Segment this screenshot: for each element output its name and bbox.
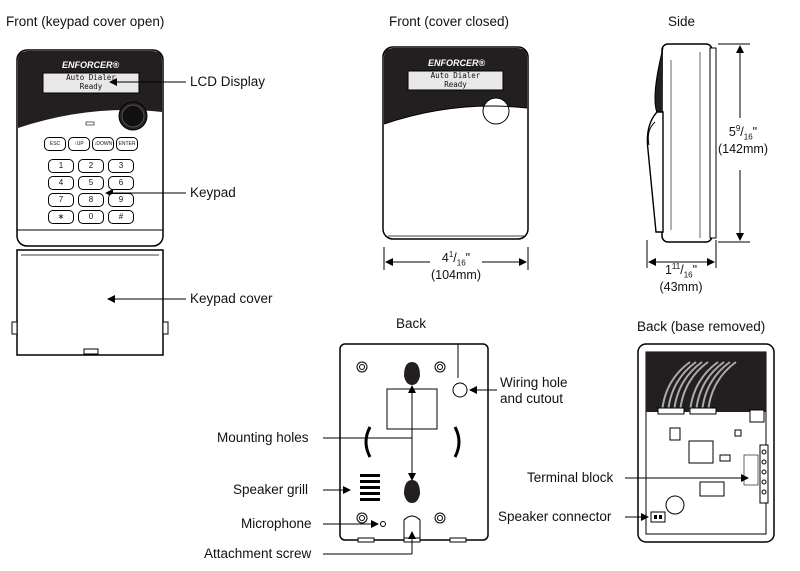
callout-keypad: Keypad [190,185,236,200]
key-function[interactable]: ↓DOWN [92,137,114,151]
depth-metric: (43mm) [659,279,703,294]
lcd-line2: Ready [444,80,467,89]
key-digit[interactable]: 5 [78,176,104,190]
lcd-line2: Ready [79,82,103,91]
key-digit[interactable]: 1 [48,159,74,173]
lcd-display-open: Auto Dialer Ready [43,73,139,91]
key-digit[interactable]: 2 [78,159,104,173]
callout-mounting-holes: Mounting holes [217,430,309,445]
key-digit[interactable]: 6 [108,176,134,190]
title-front-open: Front (keypad cover open) [6,14,165,29]
back-removed-unit [637,343,775,543]
key-digit[interactable]: 9 [108,193,134,207]
callout-lcd-display: LCD Display [190,74,266,89]
key-function[interactable]: ↑UP [68,137,90,151]
lcd-line1: Auto Dialer [66,73,116,82]
callout-wiring-hole: Wiring hole and cutout [500,375,568,406]
callout-speaker-connector: Speaker connector [498,509,612,524]
title-side: Side [668,14,696,29]
back-unit [339,343,489,543]
width-metric: (104mm) [430,267,481,282]
lcd-line1: Auto Dialer [430,71,481,80]
key-digit[interactable]: 8 [78,193,104,207]
height-dimension-label: 59/16" (142mm) [712,124,774,156]
wiring-hole-line1: Wiring hole [500,375,568,390]
brand-logo-open: ENFORCER® [62,60,120,70]
callout-microphone: Microphone [241,516,312,531]
height-metric: (142mm) [717,141,768,156]
title-front-closed: Front (cover closed) [389,14,510,29]
width-dimension [383,247,529,270]
key-digit[interactable]: ∗ [48,210,74,224]
callout-attachment-screw: Attachment screw [204,546,312,561]
brand-logo-closed: ENFORCER® [428,58,486,68]
key-digit[interactable]: # [108,210,134,224]
key-digit[interactable]: 4 [48,176,74,190]
title-back-removed: Back (base removed) [637,319,766,334]
key-function[interactable]: ENTER [116,137,138,151]
wiring-hole-line2: and cutout [500,390,564,406]
key-digit[interactable]: 3 [108,159,134,173]
key-digit[interactable]: 7 [48,193,74,207]
key-digit[interactable]: 0 [78,210,104,224]
lcd-display-closed: Auto Dialer Ready [408,71,503,89]
front-closed-unit [382,46,529,240]
title-back: Back [396,316,427,331]
depth-dimension-label: 111/16" (43mm) [648,262,714,294]
width-dimension-label: 41/16" (104mm) [426,250,486,282]
depth-dimension [646,240,717,268]
callout-terminal-block: Terminal block [527,470,614,485]
callout-keypad-cover: Keypad cover [190,291,273,306]
height-dimension [718,43,750,243]
side-unit [646,43,717,243]
key-function[interactable]: ESC [44,137,66,151]
callout-speaker-grill: Speaker grill [233,482,309,497]
